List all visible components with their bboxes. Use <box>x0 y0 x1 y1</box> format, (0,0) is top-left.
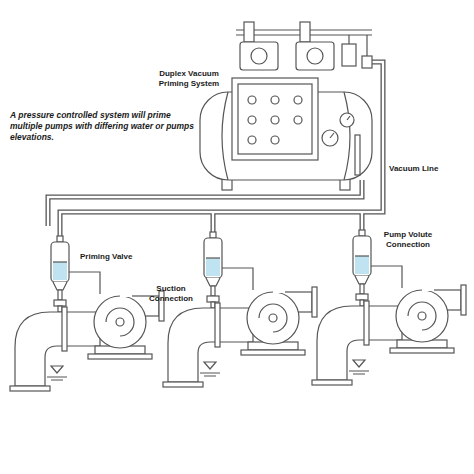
control-panel <box>271 136 279 144</box>
vacuum-pumps <box>240 42 278 70</box>
part-label: Suction Connection <box>141 284 201 304</box>
pump-3 <box>312 230 466 385</box>
vacuum-line <box>48 180 362 226</box>
control-panel <box>248 136 256 144</box>
control-panel <box>294 116 302 124</box>
control-panel <box>238 84 312 154</box>
vacuum-pumps <box>342 44 356 66</box>
vacuum-line <box>48 62 383 236</box>
vacuum-pumps <box>296 42 334 70</box>
vacuum-pumps <box>244 22 254 42</box>
vacuum-line <box>48 180 362 226</box>
vacuum-pumps <box>251 48 267 64</box>
part-label: Pump Volute Connection <box>376 230 440 250</box>
control-panel <box>271 96 279 104</box>
part-label: Duplex Vacuum Priming System <box>146 69 232 89</box>
pump-1 <box>10 236 164 391</box>
part-label: A pressure controlled system will prime … <box>10 110 198 143</box>
part-label: Priming Valve <box>80 252 150 262</box>
vacuum-tank <box>355 135 360 175</box>
control-panel <box>294 96 302 104</box>
part-label: Vacuum Line <box>389 164 459 174</box>
control-panel <box>248 116 256 124</box>
vacuum-pumps <box>236 22 372 70</box>
vacuum-pumps <box>349 35 367 56</box>
control-panel <box>232 78 318 160</box>
vacuum-line <box>60 62 383 236</box>
vacuum-pumps <box>300 22 310 42</box>
control-panel <box>330 116 350 138</box>
vacuum-line <box>60 62 383 236</box>
pump-2 <box>163 232 317 387</box>
control-panel <box>232 78 354 160</box>
control-panel <box>271 116 279 124</box>
vacuum-pumps <box>362 56 372 68</box>
vacuum-pumps <box>307 48 323 64</box>
control-panel <box>248 96 256 104</box>
